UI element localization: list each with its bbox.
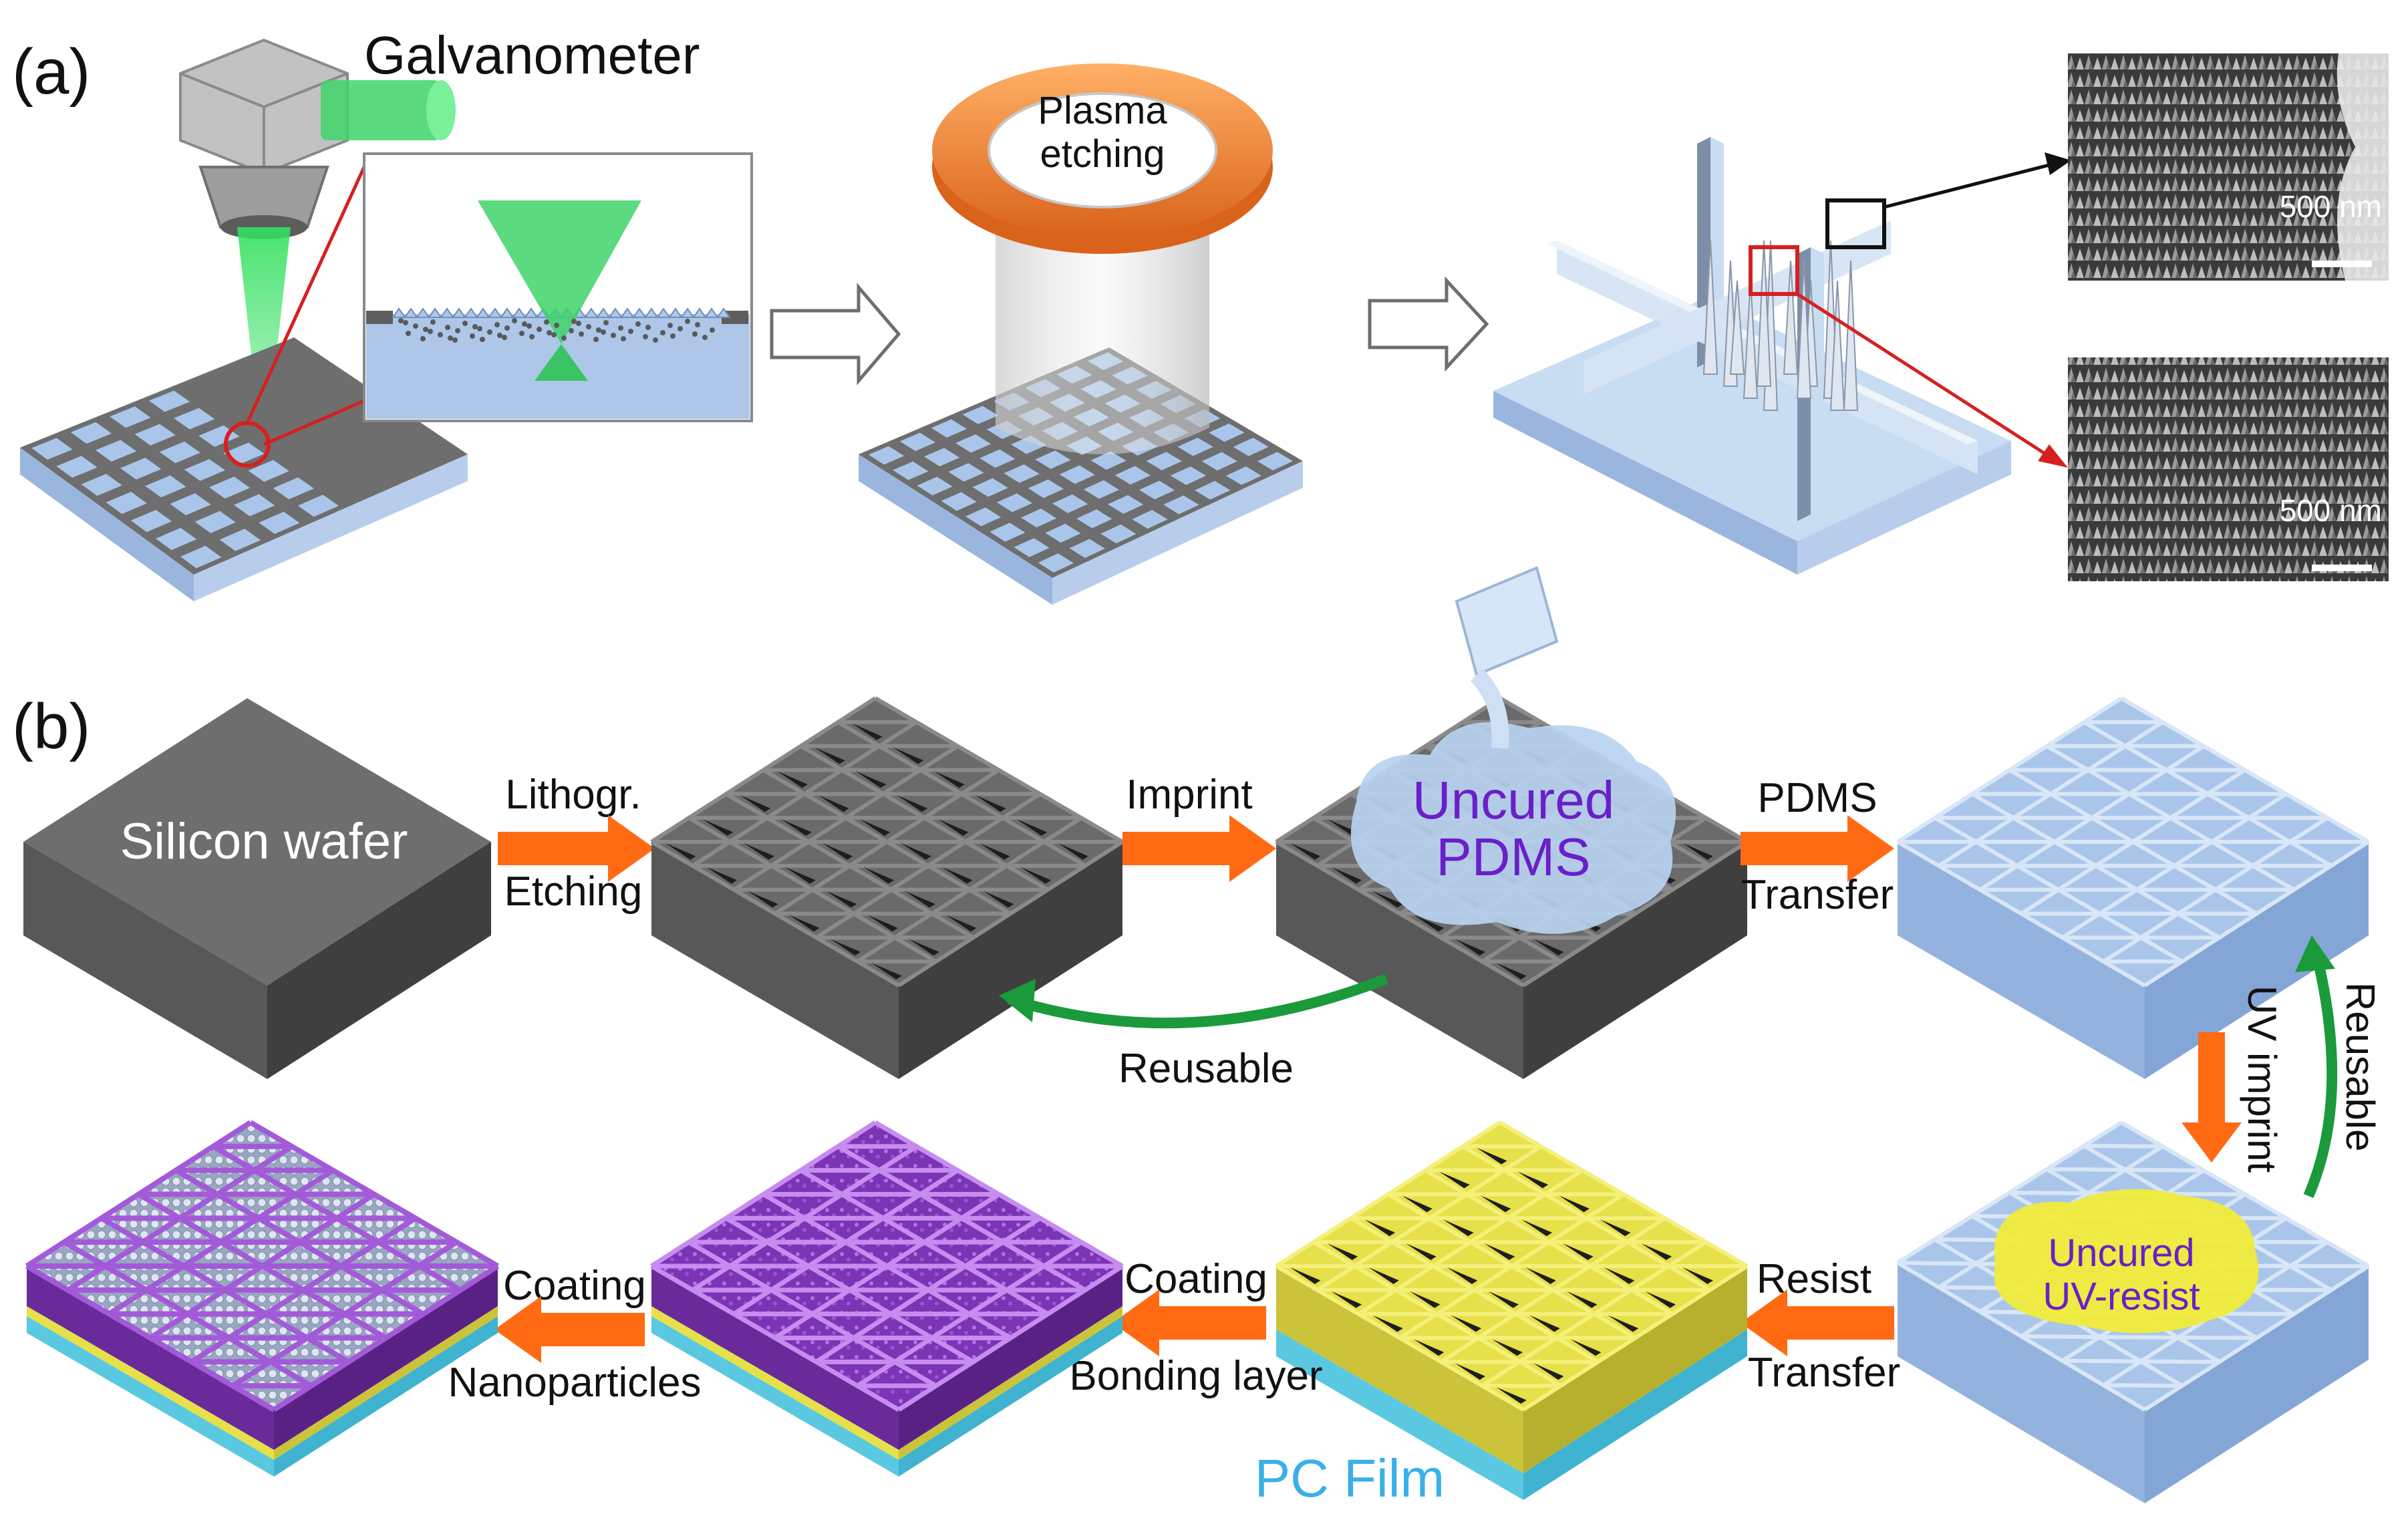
plasma-label-line1: Plasma: [1038, 89, 1167, 132]
galvanometer-label: Galvanometer: [364, 25, 700, 85]
step1-label-bottom: Etching: [504, 869, 643, 915]
zoom-line-bottom: [263, 399, 365, 446]
arrow-uv-imprint: [2181, 1032, 2242, 1163]
process-arrow-2: [1368, 276, 1489, 372]
plasma-ring: [932, 63, 1273, 254]
reusable-arrow-bottom: [1007, 973, 1388, 1029]
step6-label-bottom: Nanoparticles: [448, 1360, 701, 1406]
reusable-label-right: Reusable: [2338, 982, 2383, 1152]
arrow-resist-transfer: [1741, 1289, 1894, 1356]
mold-with-pdms: [1275, 696, 1749, 1079]
bonding-layer-coated-structure: [650, 1120, 1124, 1477]
arrow-coating-nanoparticles: [494, 1296, 645, 1363]
sem-image-top: [2068, 53, 2389, 281]
step4-label-top: Resist: [1757, 1256, 1871, 1302]
sem-bottom-scale: 500 nm: [2280, 493, 2382, 528]
panel-b-label: (b): [12, 691, 90, 762]
step6-label-top: Coating: [503, 1263, 646, 1309]
arrow-pdms-transfer: [1741, 815, 1894, 882]
uv-resist-label-line2: UV-resist: [2043, 1275, 2200, 1318]
step3-label-top: PDMS: [1757, 775, 1877, 821]
zoom-box-black: [1825, 198, 1886, 249]
pdms-label-line1: Uncured: [1412, 770, 1614, 830]
laser-patterned-substrate: [20, 337, 468, 601]
step5-label-top: Coating: [1124, 1256, 1267, 1302]
step4-label-bottom: Transfer: [1748, 1350, 1901, 1396]
sem-top-scale: 500 nm: [2280, 189, 2382, 224]
sem-pointer-bottom: [1796, 292, 2053, 460]
etched-silicon-mold: [650, 696, 1124, 1079]
step3-label-bottom: Transfer: [1741, 872, 1894, 918]
reusable-label-bottom: Reusable: [1118, 1046, 1294, 1092]
ablation-zoom-inset: [363, 152, 753, 422]
plasma-label-line2: etching: [1040, 132, 1165, 176]
sem-image-bottom: [2068, 357, 2389, 581]
pdms-replica: [1896, 696, 2370, 1079]
galvanometer-laser-head: [179, 38, 349, 239]
pouring-beaker: [1455, 566, 1559, 749]
uv-imprint-label: UV imprint: [2240, 985, 2284, 1173]
arrow-imprint: [1122, 815, 1276, 882]
step5-label-bottom: Bonding layer: [1069, 1353, 1322, 1399]
nanoparticle-coated-structure: [25, 1120, 500, 1477]
panel-a-label: (a): [12, 36, 90, 108]
arrow-coating-bonding: [1112, 1289, 1266, 1356]
resist-structure-on-pc-film: [1275, 1120, 1749, 1500]
step2-label: Imprint: [1126, 772, 1252, 818]
silicon-wafer-label: Silicon wafer: [120, 813, 408, 870]
sem-pointer-top: [1884, 162, 2055, 209]
silicon-wafer: [23, 698, 491, 1079]
zoom-line-top: [245, 166, 366, 424]
pdms-label-line2: PDMS: [1436, 827, 1590, 887]
step1-label-top: Lithogr.: [505, 772, 641, 818]
uv-resist-label-line1: Uncured: [2048, 1231, 2194, 1275]
pdms-stamp-with-uv-resist: [1896, 1120, 2370, 1503]
pc-film-label: PC Film: [1255, 1449, 1445, 1508]
zoom-box-red: [1749, 245, 1799, 296]
laser-beam: [237, 227, 291, 468]
reusable-arrow-right: [2303, 947, 2338, 1199]
green-laser-input-beam: [321, 80, 456, 140]
process-arrow-1: [770, 283, 901, 386]
arrow-lithography: [498, 815, 655, 882]
microstructure-cell: [1493, 137, 2011, 575]
